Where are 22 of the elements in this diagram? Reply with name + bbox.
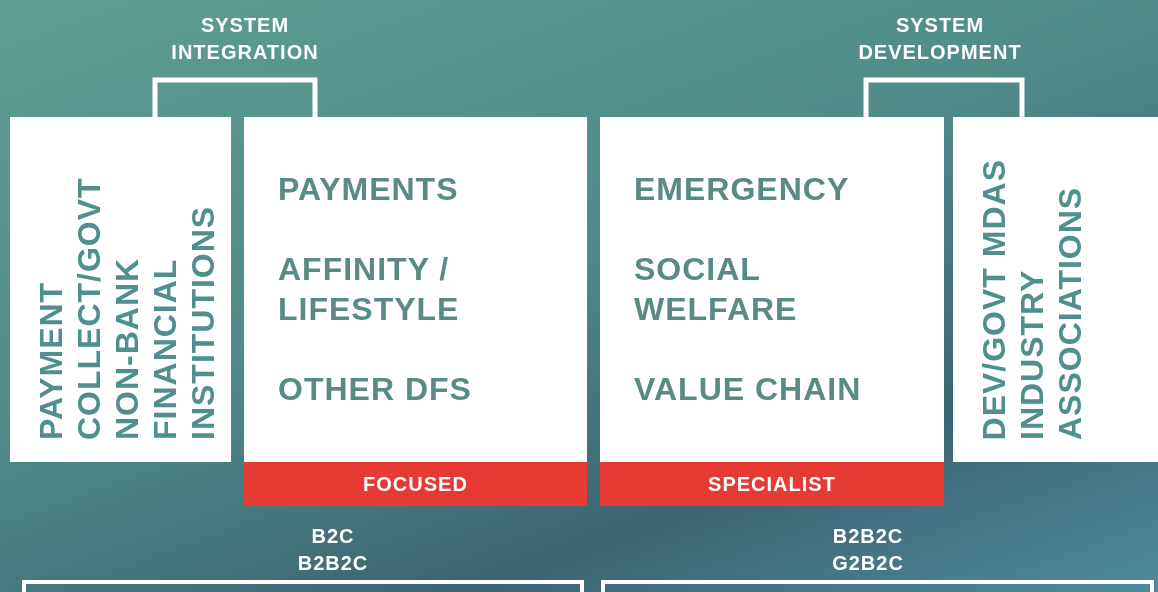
category-text: SOCIAL WELFARE xyxy=(634,250,799,329)
category-panel xyxy=(244,117,587,462)
category-panel xyxy=(10,117,231,462)
model-label: B2B2C xyxy=(831,524,905,549)
group-heading: SYSTEM DEVELOPMENT xyxy=(857,13,1023,65)
category-panel xyxy=(953,117,1158,462)
model-label: B2C xyxy=(310,524,356,549)
model-label: G2B2C xyxy=(831,551,905,576)
model-label: B2B2C xyxy=(296,551,370,576)
category-text: DEV/GOVT MDAS xyxy=(975,158,1013,440)
category-panel xyxy=(600,117,944,462)
category-text: NON-BANK FINANCIAL INSTITUTIONS xyxy=(108,204,222,440)
category-text: VALUE CHAIN xyxy=(634,370,863,409)
tier-banner: FOCUSED xyxy=(244,462,587,506)
category-text: INDUSTRY ASSOCIATIONS xyxy=(1013,185,1089,440)
tier-banner: SPECIALIST xyxy=(600,462,944,506)
category-text: OTHER DFS xyxy=(278,370,473,409)
category-text: AFFINITY / LIFESTYLE xyxy=(278,250,461,329)
category-text: PAYMENT COLLECT/GOVT xyxy=(32,176,108,440)
group-heading: SYSTEM INTEGRATION xyxy=(170,13,320,65)
category-text: PAYMENTS xyxy=(278,170,460,209)
category-text: EMERGENCY xyxy=(634,170,851,209)
